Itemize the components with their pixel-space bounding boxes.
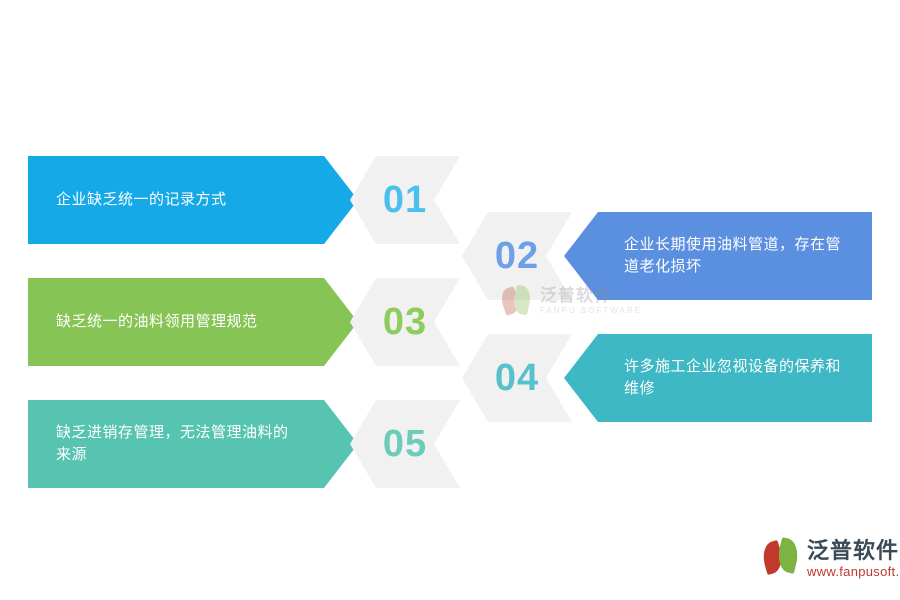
- bar-label-05: 缺乏进销存管理，无法管理油料的来源: [56, 424, 289, 463]
- bar-label-03: 缺乏统一的油料领用管理规范: [56, 313, 258, 330]
- bar-01[interactable]: 企业缺乏统一的记录方式: [28, 156, 358, 244]
- hex-04[interactable]: 04: [462, 334, 572, 422]
- brand-url: www.fanpusoft.com: [807, 564, 900, 579]
- diagram-row-04: 04 许多施工企业忽视设备的保养和维修: [462, 334, 872, 422]
- hex-number-03: 03: [382, 300, 428, 343]
- bar-04[interactable]: 许多施工企业忽视设备的保养和维修: [564, 334, 872, 422]
- brand-texts: 泛普软件 www.fanpusoft.com: [807, 538, 900, 580]
- hex-number-05: 05: [382, 422, 428, 465]
- diagram-row-03: 缺乏统一的油料领用管理规范 03: [28, 278, 460, 366]
- bar-label-04: 许多施工企业忽视设备的保养和维修: [624, 358, 842, 397]
- diagram-row-01: 企业缺乏统一的记录方式 01: [28, 156, 460, 244]
- diagram-row-05: 缺乏进销存管理，无法管理油料的来源 05: [28, 400, 460, 488]
- bar-02[interactable]: 企业长期使用油料管道，存在管道老化损坏: [564, 212, 872, 300]
- hex-05[interactable]: 05: [350, 400, 460, 488]
- bar-label-02: 企业长期使用油料管道，存在管道老化损坏: [624, 236, 842, 275]
- brand-logo: 泛普软件 www.fanpusoft.com: [759, 537, 900, 580]
- hex-02[interactable]: 02: [462, 212, 572, 300]
- hex-number-04: 04: [494, 356, 540, 399]
- bar-label-01: 企业缺乏统一的记录方式: [56, 191, 227, 208]
- hex-number-01: 01: [382, 178, 428, 221]
- bar-03[interactable]: 缺乏统一的油料领用管理规范: [28, 278, 358, 366]
- watermark-en: FANPU SOFTWARE: [540, 305, 642, 315]
- diagram-row-02: 02 企业长期使用油料管道，存在管道老化损坏: [462, 212, 872, 300]
- bar-05[interactable]: 缺乏进销存管理，无法管理油料的来源: [28, 400, 358, 488]
- brand-name: 泛普软件: [807, 538, 900, 563]
- hex-number-02: 02: [494, 234, 540, 277]
- hex-01[interactable]: 01: [350, 156, 460, 244]
- fanpu-logo-icon: [759, 537, 802, 580]
- hex-03[interactable]: 03: [350, 278, 460, 366]
